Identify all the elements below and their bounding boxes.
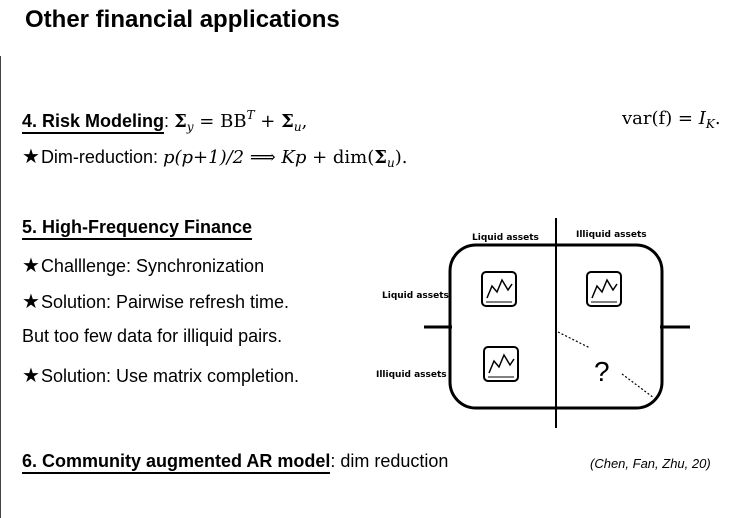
dimred-expr-a: p(p+1)/2: [162, 147, 245, 168]
col-label-liquid: Liquid assets: [472, 233, 539, 243]
few-data-line: But too few data for illiquid pairs.: [22, 326, 283, 346]
var-sub: K: [705, 117, 715, 131]
solution2-text: Solution: Use matrix completion.: [40, 366, 300, 386]
left-border: [0, 56, 1, 518]
risk-modeling-line: 4. Risk Modeling: Σy = BBT + Σu,: [22, 108, 307, 134]
col-label-illiquid: Illiquid assets: [576, 230, 647, 240]
dimred-label: Dim-reduction:: [40, 147, 163, 167]
community-rest: : dim reduction: [330, 451, 449, 471]
dimred-sigma: Σ: [374, 147, 387, 168]
dimred-sub: u: [387, 156, 395, 170]
var-formula: var(f) = IK.: [622, 108, 721, 131]
slide-title: Other financial applications: [25, 6, 340, 33]
dashed-hint-2: [621, 373, 655, 399]
dashed-hint-1: [557, 331, 591, 349]
var-rhs: I: [698, 108, 706, 129]
dimred-end: ).: [394, 147, 408, 168]
solution1-line: ★Solution: Pairwise refresh time.: [22, 289, 289, 314]
row-label-liquid: Liquid assets: [382, 291, 449, 301]
formula-bb: = BB: [193, 111, 247, 132]
risk-formula: Σy = BBT + Σu,: [174, 108, 308, 134]
citation: (Chen, Fan, Zhu, 20): [590, 456, 711, 471]
dimred-expr-c: + dim(: [306, 147, 375, 168]
formula-plus: +: [254, 111, 282, 132]
star-icon: ★: [22, 146, 40, 168]
sub-y: y: [186, 120, 194, 134]
risk-modeling-heading: 4. Risk Modeling: [22, 111, 165, 134]
hff-heading-line: 5. High-Frequency Finance: [22, 217, 253, 240]
star-icon: ★: [22, 291, 40, 313]
solution2-line: ★Solution: Use matrix completion.: [22, 363, 299, 388]
data-matrix-icon: [481, 271, 517, 307]
star-icon: ★: [22, 255, 40, 277]
solution1-text: Solution: Pairwise refresh time.: [40, 292, 290, 312]
hff-heading: 5. High-Frequency Finance: [22, 217, 253, 240]
community-line: 6. Community augmented AR model: dim red…: [22, 451, 449, 474]
sigma-u: Σ: [281, 111, 294, 132]
formula-comma: ,: [301, 111, 308, 132]
sup-t: T: [246, 108, 255, 122]
data-matrix-icon: [586, 271, 622, 307]
challenge-text: Challlenge: Synchronization: [40, 256, 265, 276]
dimred-expr-b: Kp: [281, 147, 307, 168]
var-lhs: var(f) =: [622, 108, 699, 129]
risk-colon: :: [164, 111, 170, 131]
data-matrix-icon: [483, 346, 519, 382]
unknown-block-mark: ?: [594, 356, 610, 387]
sigma-y: Σ: [174, 111, 187, 132]
sub-u: u: [293, 120, 302, 134]
row-label-illiquid: Illiquid assets: [376, 370, 447, 380]
community-heading: 6. Community augmented AR model: [22, 451, 331, 474]
challenge-line: ★Challlenge: Synchronization: [22, 253, 264, 278]
dim-reduction-line: ★Dim-reduction: p(p+1)/2 ⟹ Kp + dim(Σu).: [22, 144, 407, 170]
star-icon: ★: [22, 365, 40, 387]
var-dot: .: [714, 108, 721, 129]
dimred-arrow: ⟹: [244, 147, 282, 168]
